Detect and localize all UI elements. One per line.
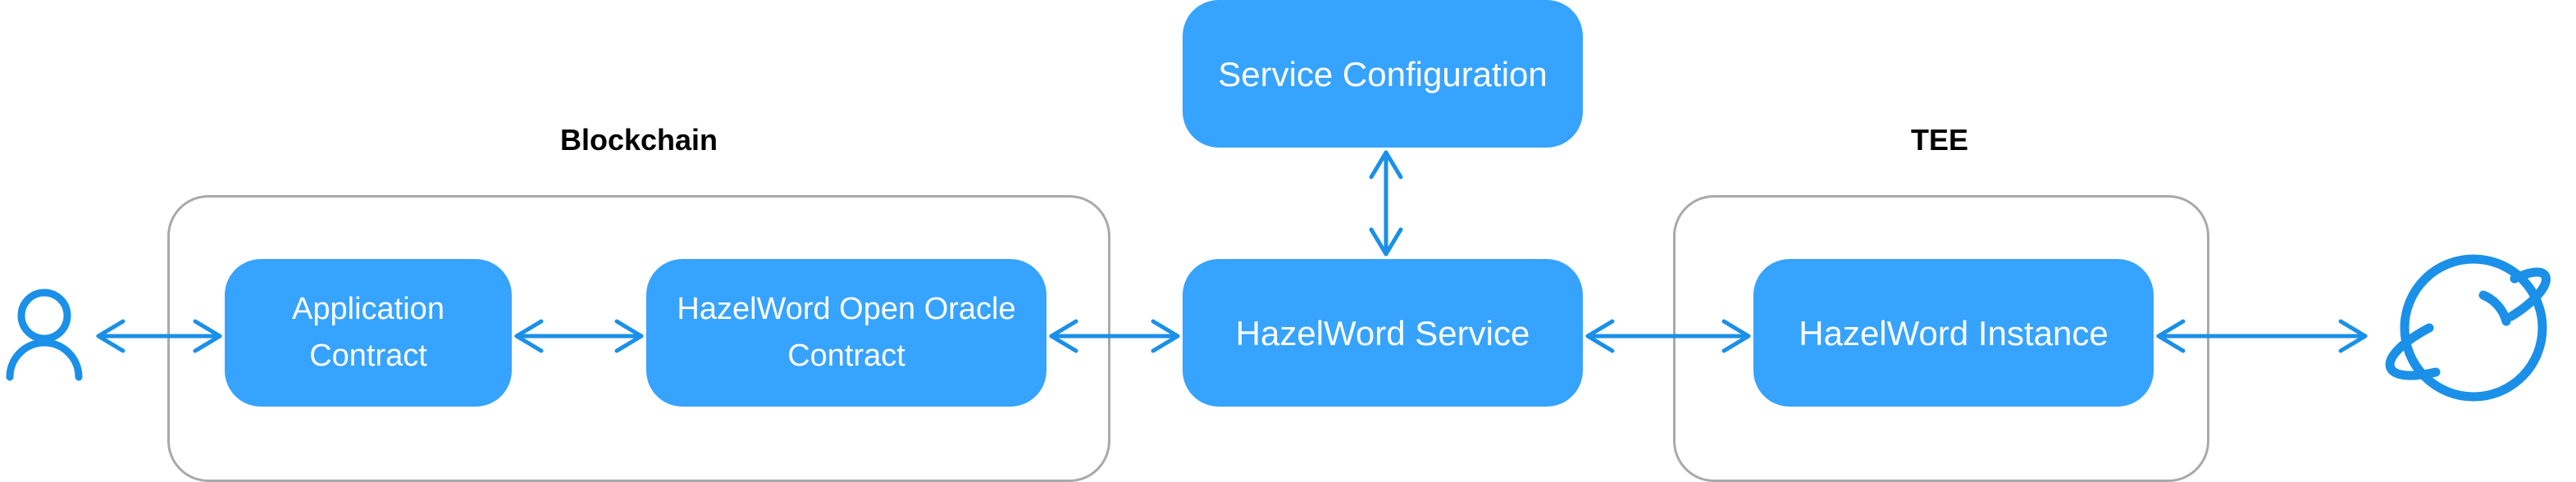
user-icon xyxy=(6,289,83,381)
service-configuration-node: Service Configuration xyxy=(1183,0,1583,148)
hazelword-service-node: HazelWord Service xyxy=(1183,259,1583,407)
hazelword-instance-node: HazelWord Instance xyxy=(1753,259,2154,407)
arrow-oracle-service xyxy=(1049,319,1180,353)
arrow-user-application xyxy=(96,319,222,353)
application-contract-node: Application Contract xyxy=(225,259,512,407)
tee-group xyxy=(1673,195,2209,482)
planet-icon xyxy=(2385,254,2551,402)
arrow-application-oracle xyxy=(514,319,644,353)
tee-group-label: TEE xyxy=(1910,123,1968,157)
arrow-service-instance xyxy=(1585,319,1751,353)
blockchain-group xyxy=(167,195,1110,482)
blockchain-group-label: Blockchain xyxy=(559,123,718,157)
arrow-instance-internet xyxy=(2156,319,2368,353)
open-oracle-contract-node: HazelWord Open Oracle Contract xyxy=(646,259,1046,407)
arrow-config-service xyxy=(1369,150,1403,257)
